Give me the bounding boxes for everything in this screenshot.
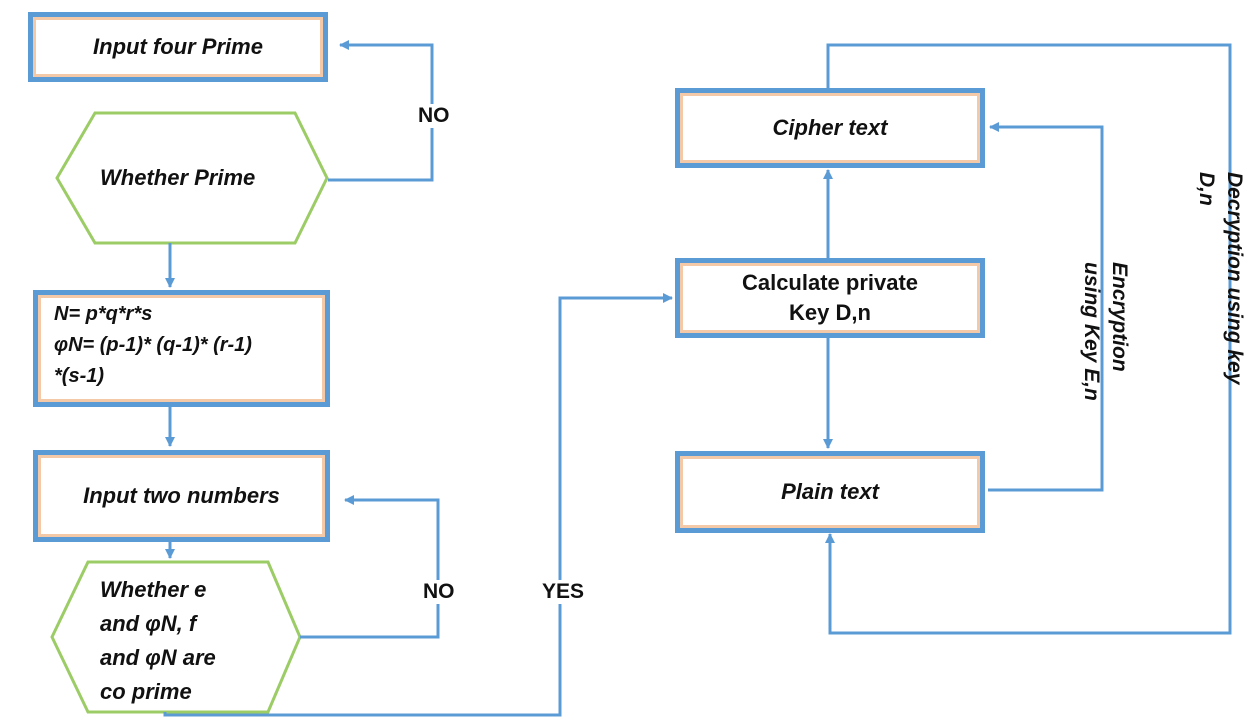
coprime-line-3: and φN are xyxy=(100,645,216,670)
input-two-numbers-label: Input two numbers xyxy=(83,483,280,508)
decision-whether-prime-shape xyxy=(55,111,329,245)
decryption-line-2: D,n xyxy=(1195,172,1218,206)
whether-prime-label: Whether Prime xyxy=(100,165,256,190)
formula-line-3: *(s-1) xyxy=(54,365,105,387)
formula-box: N= p*q*r*s φN= (p-1)* (q-1)* (r-1) *(s-1… xyxy=(33,290,330,407)
arrow-encryption xyxy=(988,122,1104,492)
decision-coprime-shape xyxy=(50,560,302,714)
decryption-line-1: Decryption using key xyxy=(1223,172,1246,385)
no-label-bottom: NO xyxy=(421,580,457,604)
calculate-private-label-1: Calculate private xyxy=(741,270,919,295)
formula-line-2: φN= (p-1)* (q-1)* (r-1) xyxy=(54,334,252,356)
arrow-yes xyxy=(163,293,673,717)
input-two-numbers-box: Input two numbers xyxy=(33,450,330,542)
cipher-text-label: Cipher text xyxy=(772,115,888,140)
coprime-line-4: co prime xyxy=(100,679,192,704)
plain-text-box: Plain text xyxy=(675,451,985,533)
calculate-private-label-2: Key D,n xyxy=(789,300,871,325)
coprime-line-2: and φN, f xyxy=(100,611,197,636)
encryption-line-1: Encryption xyxy=(1108,262,1131,372)
plain-text-label: Plain text xyxy=(781,479,879,504)
input-four-prime-box: Input four Prime xyxy=(28,12,328,82)
calculate-private-key-box: Calculate private Key D,n xyxy=(675,258,985,338)
yes-label: YES xyxy=(540,580,587,604)
encryption-line-2: using Key E,n xyxy=(1080,262,1103,401)
formula-text: N= p*q*r*s φN= (p-1)* (q-1)* (r-1) *(s-1… xyxy=(54,299,252,392)
decryption-label: Decryption using key D,n xyxy=(1192,172,1248,384)
coprime-line-1: Whether e xyxy=(100,577,207,602)
cipher-text-box: Cipher text xyxy=(675,88,985,168)
coprime-decision-text: Whether e and φN, f and φN are co prime xyxy=(100,573,216,709)
input-four-prime-label: Input four Prime xyxy=(93,34,263,59)
formula-line-1: N= p*q*r*s xyxy=(54,303,153,325)
arrow-decryption xyxy=(825,43,1232,635)
encryption-label: Encryption using Key E,n xyxy=(1077,262,1133,401)
arrow-no-coprime xyxy=(300,495,440,639)
no-label-top: NO xyxy=(416,104,452,128)
